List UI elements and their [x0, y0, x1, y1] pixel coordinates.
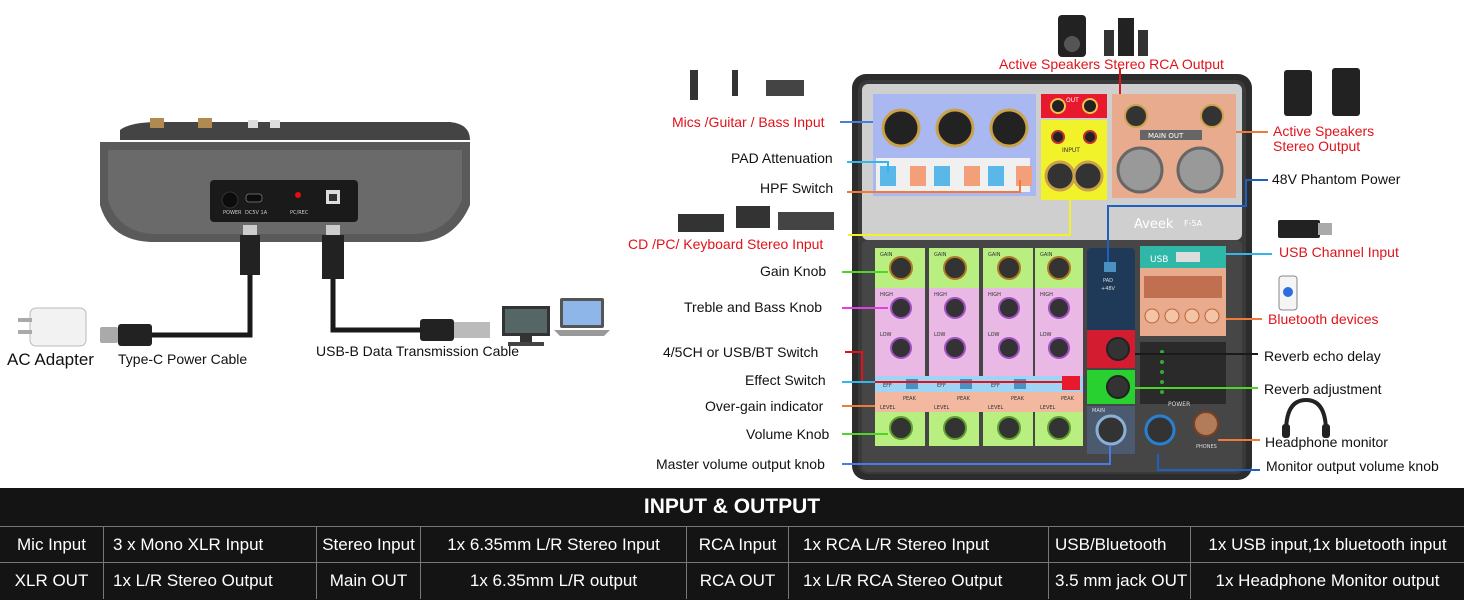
power-label: POWER: [1168, 401, 1190, 408]
active-speaker-icons-right: [1284, 68, 1360, 116]
table-cell: 1x L/R RCA Stereo Output: [788, 563, 1048, 599]
treble-bass-label: Treble and Bass Knob: [684, 299, 823, 315]
pad-attenuation-label: PAD Attenuation: [731, 150, 833, 166]
gain-label-2: GAIN: [934, 252, 947, 258]
table-cell: 3 x Mono XLR Input: [103, 527, 316, 563]
table-cell: 1x Headphone Monitor output: [1190, 563, 1464, 599]
table-cell: USB/Bluetooth: [1048, 527, 1190, 563]
mixer-top-view: OUT INPUT MAIN OUT Aveek F-5A: [852, 74, 1252, 480]
cd-pc-keyboard-label: CD /PC/ Keyboard Stereo Input: [628, 236, 824, 252]
level-label-1: LEVEL: [880, 405, 896, 411]
pc-port-label: PC/REC: [290, 210, 309, 216]
table-cell: Mic Input: [17, 535, 86, 554]
reverb-echo-delay-label: Reverb echo delay: [1264, 348, 1381, 364]
high-label-1: HIGH: [880, 292, 893, 298]
table-cell: 1x 6.35mm L/R Stereo Input: [420, 527, 686, 563]
mics-label: Mics /Guitar / Bass Input: [672, 114, 825, 130]
usbb-cable-label: USB-B Data Transmission Cable: [316, 343, 520, 359]
gain-label-1: GAIN: [880, 252, 893, 258]
typec-cable-label: Type-C Power Cable: [118, 351, 248, 367]
laptop-icon: [554, 298, 610, 336]
table-cell: 1x RCA L/R Stereo Input: [788, 527, 1048, 563]
phones-label: PHONES: [1196, 444, 1217, 450]
low-label-3: LOW: [988, 332, 1000, 338]
table-cell: 1x USB input,1x bluetooth input: [1190, 527, 1464, 563]
gain-label-3: GAIN: [988, 252, 1001, 258]
active-speakers-label-line2: Stereo Output: [1273, 138, 1361, 154]
usb-label: USB: [1150, 255, 1168, 265]
gain-label-4: GAIN: [1040, 252, 1053, 258]
computer-icon: [502, 306, 550, 346]
low-label-2: LOW: [934, 332, 946, 338]
table-row: Mic Input 3 x Mono XLR Input Stereo Inpu…: [0, 526, 1464, 563]
io-table: INPUT & OUTPUT Mic Input 3 x Mono XLR In…: [0, 488, 1464, 600]
reverb-adjustment-label: Reverb adjustment: [1264, 381, 1382, 397]
dc-port-label: DC5V 1A: [245, 210, 268, 216]
high-label-2: HIGH: [934, 292, 947, 298]
usb-channel-input-label: USB Channel Input: [1279, 244, 1399, 260]
table-row: XLR OUT 1x L/R Stereo Output Main OUT 1x…: [0, 562, 1464, 599]
ac-adapter-icon: [18, 307, 87, 347]
table-cell: RCA OUT: [686, 563, 788, 599]
table-cell: Stereo Input: [316, 527, 420, 563]
active-rca-label: Active Speakers Stereo RCA Output: [999, 56, 1224, 72]
high-label-3: HIGH: [988, 292, 1001, 298]
phantom-power-label: 48V Phantom Power: [1272, 171, 1401, 187]
bluetooth-phone-icon: [1278, 275, 1298, 311]
model-name: F-5A: [1184, 219, 1203, 228]
hpf-switch-label: HPF Switch: [760, 180, 834, 196]
main-out-label: MAIN OUT: [1148, 132, 1184, 140]
monitor-volume-label: Monitor output volume knob: [1266, 458, 1439, 474]
eff-label-3: EFF: [991, 383, 1000, 389]
main-knob-label: MAIN: [1092, 408, 1105, 414]
cd-pc-keyboard-icons: [678, 206, 834, 232]
table-cell: 3.5 mm jack OUT: [1048, 563, 1190, 599]
level-label-2: LEVEL: [934, 405, 950, 411]
mic-icons: [690, 70, 804, 100]
io-table-title: INPUT & OUTPUT: [643, 495, 821, 518]
headphone-monitor-label: Headphone monitor: [1265, 434, 1388, 450]
effect-switch-label: Effect Switch: [745, 372, 826, 388]
out-label: OUT: [1066, 97, 1079, 104]
mixer-diagram: POWER DC5V 1A PC/REC: [7, 15, 1439, 480]
peak-label-1: PEAK: [903, 396, 917, 402]
eff-label-1: EFF: [883, 383, 892, 389]
diagram-svg: POWER DC5V 1A PC/REC: [18, 15, 1360, 480]
power-port-label: POWER: [223, 210, 242, 216]
ch-switch-label: 4/5CH or USB/BT Switch: [663, 344, 819, 360]
input-label: INPUT: [1062, 147, 1080, 154]
level-label-3: LEVEL: [988, 405, 1004, 411]
brand-name: Aveek: [1134, 217, 1174, 232]
gain-knob-label: Gain Knob: [760, 263, 827, 279]
speaker-icons-top: [1058, 15, 1148, 57]
active-speakers-label-line1: Active Speakers: [1273, 123, 1375, 139]
level-label-4: LEVEL: [1040, 405, 1056, 411]
table-cell: XLR OUT: [14, 571, 89, 590]
headphone-icon: [1282, 397, 1330, 438]
table-cell: 1x 6.35mm L/R output: [420, 563, 686, 599]
pad-label: PAD: [1103, 278, 1113, 284]
eff-label-2: EFF: [937, 383, 946, 389]
mixer-back-view: POWER DC5V 1A PC/REC: [18, 118, 610, 347]
peak-label-4: PEAK: [1061, 396, 1075, 402]
table-cell: RCA Input: [686, 527, 788, 563]
usb-dongle-icon: [1278, 220, 1332, 238]
low-label-1: LOW: [880, 332, 892, 338]
high-label-4: HIGH: [1040, 292, 1053, 298]
peak-label-2: PEAK: [957, 396, 971, 402]
table-cell: Main OUT: [316, 563, 420, 599]
low-label-4: LOW: [1040, 332, 1052, 338]
channel-strips: EFF EFF EFF PEAK PEAK PEAK PEAK LEVEL LE…: [875, 248, 1083, 446]
callout-lines: [840, 68, 1272, 471]
master-volume-label: Master volume output knob: [656, 456, 825, 472]
phantom-label: +48V: [1101, 286, 1116, 292]
volume-knob-label: Volume Knob: [746, 426, 830, 442]
over-gain-label: Over-gain indicator: [705, 398, 824, 414]
bluetooth-devices-label: Bluetooth devices: [1268, 311, 1379, 327]
ac-adapter-label: AC Adapter: [7, 350, 94, 369]
peak-label-3: PEAK: [1011, 396, 1025, 402]
table-cell: 1x L/R Stereo Output: [103, 563, 316, 599]
